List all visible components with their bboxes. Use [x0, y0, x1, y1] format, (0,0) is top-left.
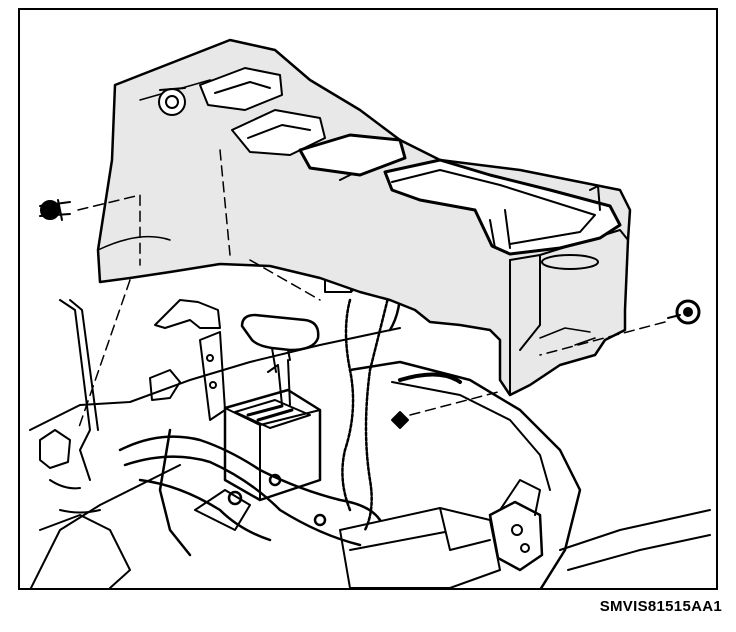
mounting-bracket: [488, 479, 544, 572]
console-removal-illustration: [29, 38, 711, 588]
cupholder-rear: [231, 109, 326, 156]
lower-tray: [339, 507, 501, 588]
console-fastener-left: [39, 199, 71, 221]
console-fastener-right: [667, 299, 701, 325]
console-fastener-rear: [391, 411, 409, 429]
tray-slot: [298, 133, 407, 177]
cupholder-front: [199, 67, 283, 111]
storage-bin: [383, 158, 622, 256]
console-housing: [96, 38, 632, 397]
shift-knob: [240, 313, 320, 373]
alignment-lines: [77, 149, 666, 431]
figure-code: SMVIS81515AA1: [599, 598, 722, 615]
wiring-harness: [118, 278, 402, 557]
diagram-frame: [18, 8, 718, 590]
floor-tunnel: [29, 299, 711, 588]
left-bracket: [149, 299, 226, 421]
shifter-assembly: [223, 359, 322, 502]
cigar-lighter: [158, 87, 186, 116]
